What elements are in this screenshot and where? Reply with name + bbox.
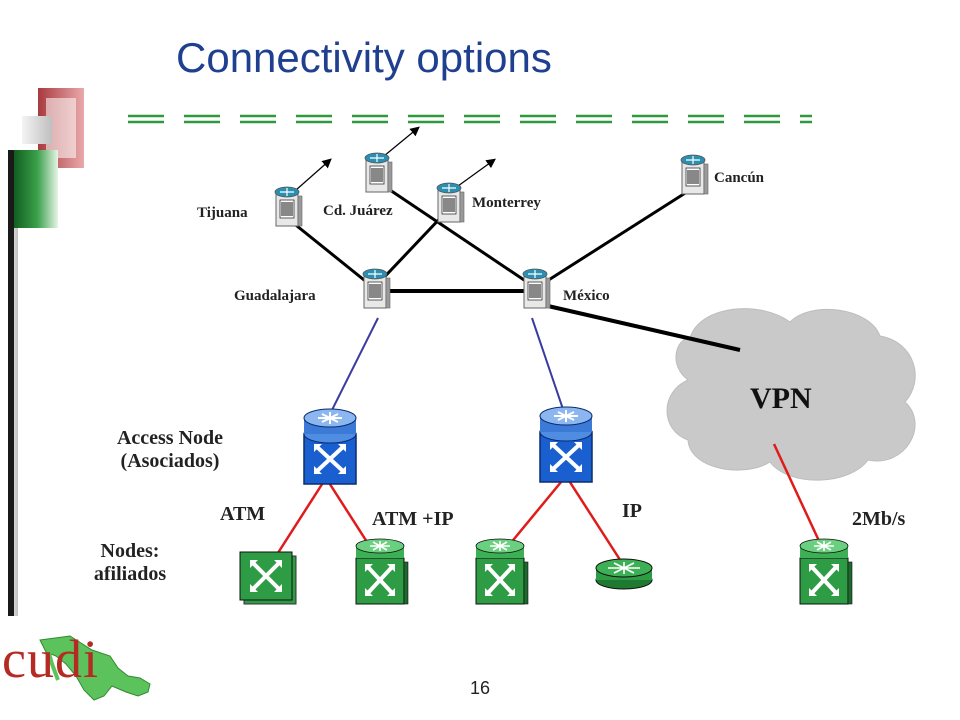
atm-ip-switch-icon (354, 537, 410, 606)
access-node-label-line1: Access Node (116, 427, 224, 449)
atm-ip-label: ATM +IP (372, 508, 454, 530)
ip-router-icon (595, 558, 653, 590)
router-icon-tijuana (274, 186, 303, 227)
nodes-affiliates-label: Nodes: afiliados (70, 540, 190, 586)
nodes-label-line1: Nodes: (100, 540, 160, 562)
access-node-label-line2: (Asociados) (120, 450, 220, 472)
atm-label: ATM (220, 503, 266, 525)
node-label-monterrey: Monterrey (472, 195, 541, 211)
node-label-tijuana: Tijuana (197, 205, 248, 221)
router-icon-guadalajara (362, 268, 391, 309)
nodes-label-line2: afiliados (93, 563, 167, 585)
title-underline (128, 114, 812, 124)
vpn-cloud-label: VPN (750, 382, 812, 415)
decorative-bars (8, 88, 84, 616)
access-switch-icon-2 (538, 405, 594, 484)
vpn-cloud (666, 308, 916, 481)
node-label-guadalajara: Guadalajara (234, 288, 316, 304)
router-icon-mexico (522, 268, 551, 309)
access-node-label: Access Node (Asociados) (100, 427, 240, 473)
ip-switch-icon (474, 537, 530, 606)
router-icon-juarez (364, 152, 393, 193)
cudi-logo: cudi (2, 629, 99, 689)
node-label-cancun: Cancún (714, 170, 765, 186)
vpn-switch-icon (798, 537, 854, 606)
access-links (325, 317, 567, 423)
router-icon-monterrey (436, 182, 465, 223)
backbone-links (291, 184, 741, 352)
rate-label: 2Mb/s (852, 508, 906, 530)
router-icon-cancun (680, 154, 709, 195)
page-number: 16 (470, 678, 491, 698)
node-label-mexico: México (563, 288, 610, 304)
slide-title: Connectivity options (176, 34, 552, 81)
atm-switch-icon (238, 550, 298, 606)
ip-label: IP (622, 500, 642, 522)
outgoing-arrows (295, 126, 496, 191)
access-switch-icon-1 (302, 407, 358, 486)
node-label-juarez: Cd. Juárez (323, 203, 393, 219)
mexico-map-logo (39, 635, 151, 701)
